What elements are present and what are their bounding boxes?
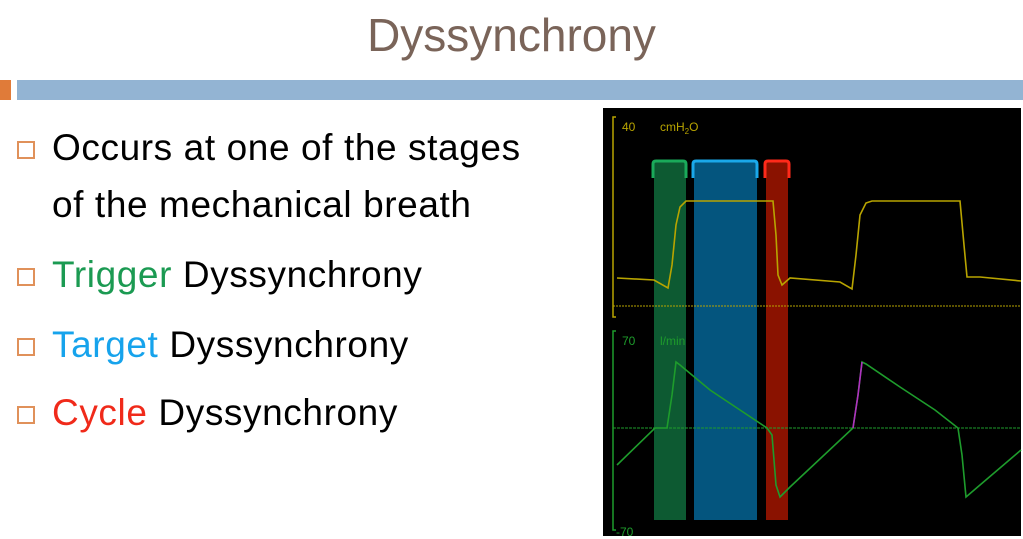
bullet-rest: Dyssynchrony	[158, 324, 409, 365]
pressure-unit-label: cmH2O	[660, 120, 698, 136]
flow-axis	[612, 330, 616, 531]
bullet-square-icon	[17, 338, 35, 356]
flow-unit-label: l/min	[660, 334, 685, 348]
pressure-axis	[612, 116, 616, 318]
cycle-label: Cycle	[52, 392, 148, 433]
bullet-text-continued: of the mechanical breath	[52, 184, 472, 225]
target-label: Target	[52, 324, 159, 365]
flow-trigger-segment	[852, 361, 863, 429]
pressure-trace	[616, 200, 1022, 291]
flow-trace	[616, 360, 1022, 499]
bullet-square-icon	[17, 406, 35, 424]
title-accent-bar	[0, 80, 11, 100]
target-phase-band	[694, 162, 757, 520]
flow-max-label: 70	[622, 334, 636, 348]
bullet-trigger: Trigger Dyssynchrony	[52, 253, 422, 297]
title-divider-bar	[17, 80, 1023, 100]
bullet-rest: Dyssynchrony	[147, 392, 398, 433]
pressure-max-label: 40	[622, 120, 636, 134]
bullet-cycle: Cycle Dyssynchrony	[52, 391, 398, 435]
target-bracket	[691, 159, 759, 178]
cycle-bracket	[763, 159, 791, 178]
bullet-square-icon	[17, 141, 35, 159]
flow-min-label: -70	[616, 525, 634, 539]
bullet-text: Occurs at one of the stages	[52, 127, 521, 168]
cycle-phase-band	[766, 162, 788, 520]
trigger-phase-band	[654, 162, 686, 520]
bullet-square-icon	[17, 268, 35, 286]
trigger-label: Trigger	[52, 254, 173, 295]
trigger-bracket	[651, 159, 688, 178]
bullet-target: Target Dyssynchrony	[52, 323, 409, 367]
ventilator-waveform-image: 40 cmH2O 70 l/min -70	[600, 105, 1023, 539]
bullet-rest: Dyssynchrony	[172, 254, 423, 295]
slide-title: Dyssynchrony	[367, 9, 656, 61]
